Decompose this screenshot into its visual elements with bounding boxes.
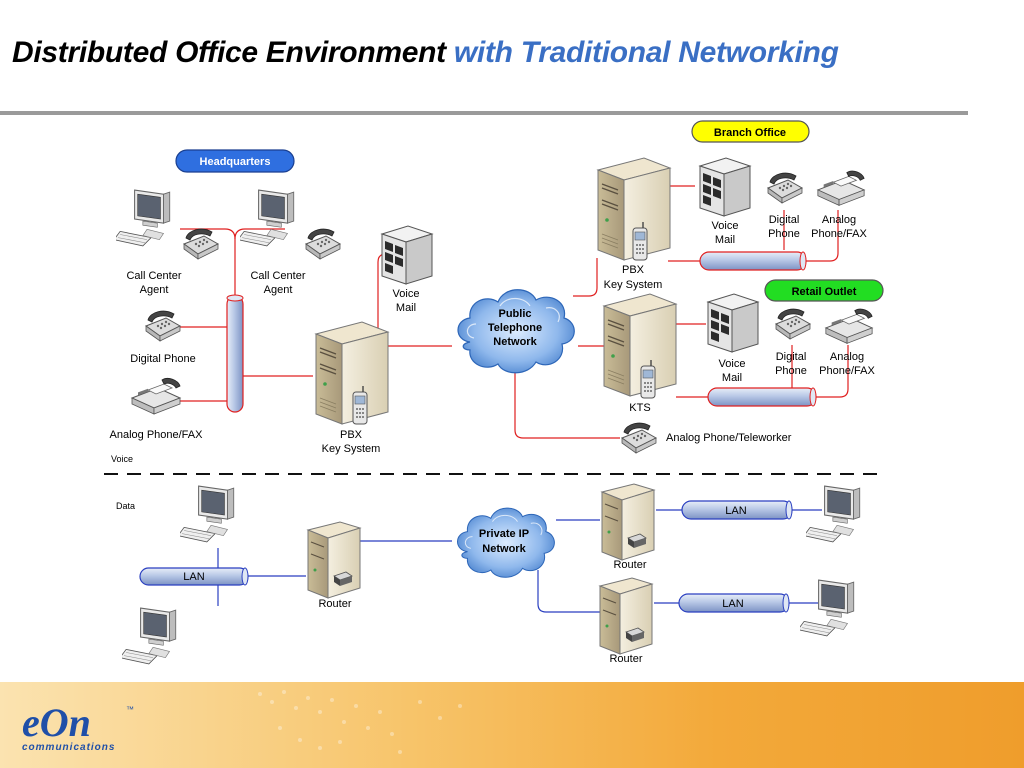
retail-voice-mail-label-line1: Voice — [719, 358, 746, 370]
digital-phone-icon — [145, 310, 181, 342]
link-private-ip-router-bottom — [537, 570, 600, 613]
teleworker-label: Analog Phone/Teleworker — [666, 432, 792, 444]
cellphone-icon — [632, 222, 648, 261]
lan-right-top-label: LAN — [725, 505, 746, 517]
branch-pbx-label-line1: PBX — [622, 264, 645, 276]
digital-phone-icon — [775, 308, 811, 340]
voice-mail-icon — [699, 157, 751, 217]
branch-voice-bus — [699, 251, 807, 271]
router-icon — [599, 577, 653, 655]
pstn-label-line1: Public — [498, 308, 531, 320]
branch-voice-mail-label-line1: Voice — [712, 220, 739, 232]
hq-agent1-label-line2: Agent — [140, 284, 169, 296]
teleworker-phone-icon — [621, 422, 657, 454]
hq-digital-phone-label: Digital Phone — [130, 353, 195, 365]
fax-icon — [817, 170, 865, 206]
hq-voice-mail-label-line1: Voice — [393, 288, 420, 300]
branch-digital-phone-label-line1: Digital — [769, 214, 800, 226]
hq-pbx-label-line1: PBX — [340, 429, 363, 441]
pstn-label-line3: Network — [493, 336, 537, 348]
link-pstn-teleworker — [514, 372, 620, 439]
retail-digital-phone-label-line2: Phone — [775, 365, 807, 377]
data-links — [217, 509, 822, 613]
router-right-top-label: Router — [613, 559, 646, 571]
fax-icon — [131, 377, 181, 415]
lan-right-bottom: LAN — [678, 593, 790, 613]
data-section-label: Data — [116, 501, 135, 511]
voice-section-label: Voice — [111, 454, 133, 464]
router-right-bottom-label: Router — [609, 653, 642, 665]
headquarters-label: Headquarters — [200, 156, 271, 168]
computer-icon — [240, 189, 295, 247]
lan-left-label: LAN — [183, 571, 204, 583]
voice-mail-icon — [707, 293, 759, 353]
link-agent2-bus — [234, 228, 285, 240]
retail-analog-fax-label-line1: Analog — [830, 351, 864, 363]
phone-icon — [183, 228, 219, 260]
title-rule — [0, 111, 968, 115]
private-ip-label-line1: Private IP — [479, 528, 529, 540]
cellphone-icon — [352, 386, 368, 425]
router-icon — [307, 521, 361, 599]
kts-server-icon — [603, 293, 677, 397]
retail-kts-label: KTS — [629, 402, 650, 414]
hq-pbx-label-line2: Key System — [322, 443, 381, 455]
retail-digital-phone-label-line1: Digital — [776, 351, 807, 363]
router-icon — [601, 483, 655, 561]
title-part1: Distributed Office Environment — [12, 36, 446, 69]
lan-right-bottom-label: LAN — [722, 598, 743, 610]
logo-wordmark: eOn — [22, 700, 91, 745]
lan-left: LAN — [139, 567, 249, 586]
voice-links — [180, 185, 849, 439]
retail-analog-fax-label-line2: Phone/FAX — [819, 365, 875, 377]
hq-voice-mail-label-line2: Mail — [396, 302, 416, 314]
computer-icon — [800, 579, 855, 637]
link-branch-bus-fax — [806, 210, 839, 262]
branch-office-label: Branch Office — [714, 127, 786, 139]
computer-icon — [122, 607, 177, 665]
branch-pbx-label-line2: Key System — [604, 279, 663, 291]
eon-logo: eOn ™ communications — [22, 700, 134, 753]
cellphone-icon — [640, 360, 656, 399]
link-pstn-branch — [573, 258, 598, 297]
pstn-label-line2: Telephone — [488, 322, 542, 334]
voice-mail-icon — [381, 225, 433, 285]
hq-agent2-label-line1: Call Center — [250, 270, 305, 282]
footer-dot-pattern — [258, 690, 462, 754]
computer-icon — [116, 189, 171, 247]
phone-icon — [305, 228, 341, 260]
title-part2: with Traditional Networking — [453, 36, 839, 69]
headquarters-badge: Headquarters — [175, 149, 295, 173]
branch-voice-mail-label-line2: Mail — [715, 234, 735, 246]
pbx-server-icon — [315, 321, 389, 425]
hq-agent1-label-line1: Call Center — [126, 270, 181, 282]
fax-icon — [825, 308, 873, 344]
retail-outlet-badge: Retail Outlet — [764, 279, 884, 302]
private-ip-label-line2: Network — [482, 543, 526, 555]
hq-analog-fax-label: Analog Phone/FAX — [110, 429, 204, 441]
computer-icon — [180, 485, 235, 543]
footer-art: eOn ™ communications — [22, 690, 462, 754]
retail-outlet-label: Retail Outlet — [792, 286, 857, 298]
branch-analog-fax-label-line1: Analog — [822, 214, 856, 226]
digital-phone-icon — [767, 172, 803, 204]
hq-agent2-label-line2: Agent — [264, 284, 293, 296]
branch-digital-phone-label-line2: Phone — [768, 228, 800, 240]
retail-voice-bus — [707, 387, 817, 407]
hq-voice-bus — [226, 294, 244, 413]
link-retail-bus-fax — [816, 345, 849, 398]
retail-voice-mail-label-line2: Mail — [722, 372, 742, 384]
router-left-label: Router — [318, 598, 351, 610]
branch-analog-fax-label-line2: Phone/FAX — [811, 228, 867, 240]
lan-right-top: LAN — [681, 500, 793, 520]
page-title: Distributed Office Environment with Trad… — [12, 36, 839, 70]
computer-icon — [806, 485, 861, 543]
footer-band: eOn ™ communications — [0, 682, 1024, 768]
branch-office-badge: Branch Office — [691, 120, 810, 143]
logo-tagline: communications — [22, 742, 115, 753]
logo-trademark: ™ — [126, 705, 134, 714]
